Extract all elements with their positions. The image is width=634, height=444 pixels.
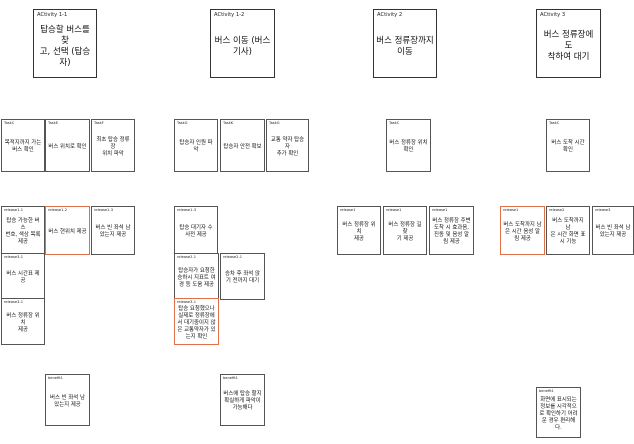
activity-text: 버스 정류장까지 이동 — [376, 35, 434, 57]
task-card-taskk-4: TaskK 탑승자 안전 확보 — [220, 119, 265, 172]
release-tag: release2-1 — [177, 255, 196, 259]
task-tag: TaskC — [549, 121, 560, 125]
task-tag: TaskG — [269, 121, 280, 125]
release-card-release1-12: release1 버스 도착까지 남 은 시간 음성 알 림 제공 — [500, 206, 545, 255]
release-card-release1-3-5: release1-3 탑승 대기자 수 사전 제공 — [174, 206, 218, 254]
release-card-release1-9: release1 버스 정류장 위치 제공 — [337, 206, 381, 255]
release-card-release1-3-2: release1-3 버스 빈 좌석 남 았는지 제공 — [91, 206, 135, 255]
activity-text: 버스 이동 (버스 기사) — [214, 35, 271, 57]
task-text: 교통 약자 탑승자 추가 확인 — [270, 136, 305, 157]
task-tag: TaskF — [94, 121, 104, 125]
task-card-taskc-6: TaskC 버스 정류장 위치 확인 — [386, 119, 431, 172]
release-card-release1-2-1: release1-2 버스 현위치 제공 — [45, 206, 90, 255]
release-tag: release1 — [386, 208, 402, 212]
activity-card-activity-1-1-0: ACtivity 1-1 탑승할 버스를 찾 고, 선택 (탑승자) — [33, 9, 97, 78]
benefit-text: 화면에 표시되는 정보를 시각적으 로 확인하기 어려 운 경우 편리해 다. — [539, 396, 578, 431]
release-card-release2-13: release2 버스 도착까지 남 은 시간 화면 표 시 기능 — [546, 206, 590, 255]
activity-text: 버스 정류장에 도 착하여 대기 — [543, 30, 594, 62]
activity-tag: ACtivity 1-2 — [214, 12, 245, 18]
benefit-text: 버스 빈 좌석 남 았는지 제공 — [50, 394, 85, 408]
benefit-tag: benefit1 — [223, 376, 238, 380]
activity-card-activity-2-2: ACtivity 2 버스 정류장까지 이동 — [373, 9, 437, 78]
release-card-release2-1-7: release2-1 승차 후 좌석 앉 기 전까지 대기 — [220, 253, 265, 300]
release-card-release2-1-6: release2-1 탑승자가 요청한 승하시 지표트 여 경 등 도움 제공 — [174, 253, 219, 300]
benefit-tag: benefit1 — [48, 376, 63, 380]
benefit-tag: benefit1 — [539, 389, 554, 393]
release-tag: release1 — [432, 208, 448, 212]
task-card-taskc-7: TaskC 버스 도착 시간 확인 — [546, 119, 590, 172]
benefit-text: 버스에 탑승 할지 확실하게 파악이 가능해다 — [223, 391, 262, 411]
task-tag: TaskC — [389, 121, 400, 125]
activity-tag: ACtivity 2 — [377, 12, 403, 18]
release-card-release1-11: release1 버스 정류장 주변 도착 시 효과음, 진동 및 음성 알 림 … — [429, 206, 474, 255]
activity-tag: ACtivity 3 — [540, 12, 566, 18]
release-tag: release2-1 — [223, 255, 242, 259]
task-text: 목적지까지 가는 버스 확인 — [4, 140, 42, 153]
release-card-release3-1-3: release3-1 버스 시간표 제 공 — [1, 253, 45, 299]
release-text: 버스 빈 좌석 남 았는지 제공 — [95, 225, 131, 238]
task-card-taske-1: TaskE 버스 위치로 확인 — [45, 119, 90, 172]
release-text: 버스 정류장 길찾 기 제공 — [388, 221, 422, 242]
release-card-release1-10: release1 버스 정류장 길찾 기 제공 — [383, 206, 427, 255]
release-tag: release3 — [595, 208, 611, 212]
release-tag: release3-1 — [4, 300, 23, 304]
activity-card-activity-1-2-1: ACtivity 1-2 버스 이동 (버스 기사) — [210, 9, 275, 78]
task-tag: TaskC — [4, 121, 15, 125]
benefit-card-benefit1-0: benefit1 버스 빈 좌석 남 았는지 제공 — [45, 374, 90, 426]
task-text: 탑승자 안전 확보 — [223, 143, 262, 150]
activity-text: 탑승할 버스를 찾 고, 선택 (탑승자) — [39, 24, 91, 68]
release-text: 버스 정류장 주변 도착 시 효과음, 진동 및 음성 알 림 제공 — [432, 218, 471, 245]
release-tag: release1-3 — [177, 208, 196, 212]
release-tag: release3-1 — [4, 255, 23, 259]
activity-tag: ACtivity 1-1 — [37, 12, 68, 18]
task-card-taskf-2: TaskF 최초 탑승 정류장 위치 파악 — [91, 119, 135, 172]
task-text: 버스 위치로 확인 — [48, 143, 87, 150]
release-text: 버스 도착까지 남 은 시간 음성 알 림 제공 — [503, 221, 542, 242]
release-card-release3-14: release3 버스 빈 좌석 남 았는지 제공 — [592, 206, 634, 255]
release-tag: release1-1 — [4, 208, 23, 212]
release-card-release3-1-4: release3-1 버스 정류장 위치 제공 — [1, 298, 45, 345]
release-text: 버스 현위치 제공 — [48, 228, 87, 235]
task-card-taskg-5: TaskG 교통 약자 탑승자 추가 확인 — [266, 119, 309, 172]
task-tag: TaskE — [48, 121, 59, 125]
release-text: 버스 정류장 위치 제공 — [6, 312, 40, 333]
release-tag: release1 — [503, 208, 519, 212]
release-tag: release1-2 — [48, 208, 67, 212]
task-tag: TaskK — [223, 121, 234, 125]
benefit-card-benefit1-1: benefit1 버스에 탑승 할지 확실하게 파악이 가능해다 — [220, 374, 265, 426]
task-text: 최초 탑승 정류장 위치 파악 — [96, 136, 130, 157]
release-tag: release3-1 — [177, 300, 196, 304]
release-text: 버스 정류장 위치 제공 — [342, 221, 376, 242]
release-text: 탑승 대기자 수 사전 제공 — [179, 224, 213, 238]
release-text: 버스 시간표 제 공 — [6, 270, 40, 284]
release-card-release1-1-0: release1-1 탑승 가능한 버스 번호, 색상 목록 제공 — [1, 206, 45, 255]
task-tag: TaskG — [177, 121, 188, 125]
release-text: 탑승 요청했으나 실제로 정류장에 서 대기중이지 않 은 교통약자가 있 는지… — [177, 305, 216, 340]
task-text: 탑승자 인원 파악 — [179, 140, 213, 153]
release-text: 탑승 가능한 버스 번호, 색상 목록 제공 — [5, 218, 41, 245]
task-card-taskc-0: TaskC 목적지까지 가는 버스 확인 — [1, 119, 45, 172]
benefit-card-benefit1-2: benefit1 화면에 표시되는 정보를 시각적으 로 확인하기 어려 운 경우… — [536, 387, 581, 438]
release-tag: release1 — [340, 208, 356, 212]
release-text: 버스 빈 좌석 남 았는지 제공 — [595, 225, 631, 238]
task-card-taskg-3: TaskG 탑승자 인원 파악 — [174, 119, 218, 172]
release-text: 탑승자가 요청한 승하시 지표트 여 경 등 도움 제공 — [177, 267, 216, 288]
release-tag: release2 — [549, 208, 565, 212]
release-text: 승차 후 좌석 앉 기 전까지 대기 — [225, 271, 260, 284]
task-text: 버스 도착 시간 확인 — [551, 140, 585, 153]
release-tag: release1-3 — [94, 208, 113, 212]
activity-card-activity-3-3: ACtivity 3 버스 정류장에 도 착하여 대기 — [536, 9, 601, 78]
task-text: 버스 정류장 위치 확인 — [389, 140, 428, 153]
release-text: 버스 도착까지 남 은 시간 화면 표 시 기능 — [550, 218, 586, 245]
